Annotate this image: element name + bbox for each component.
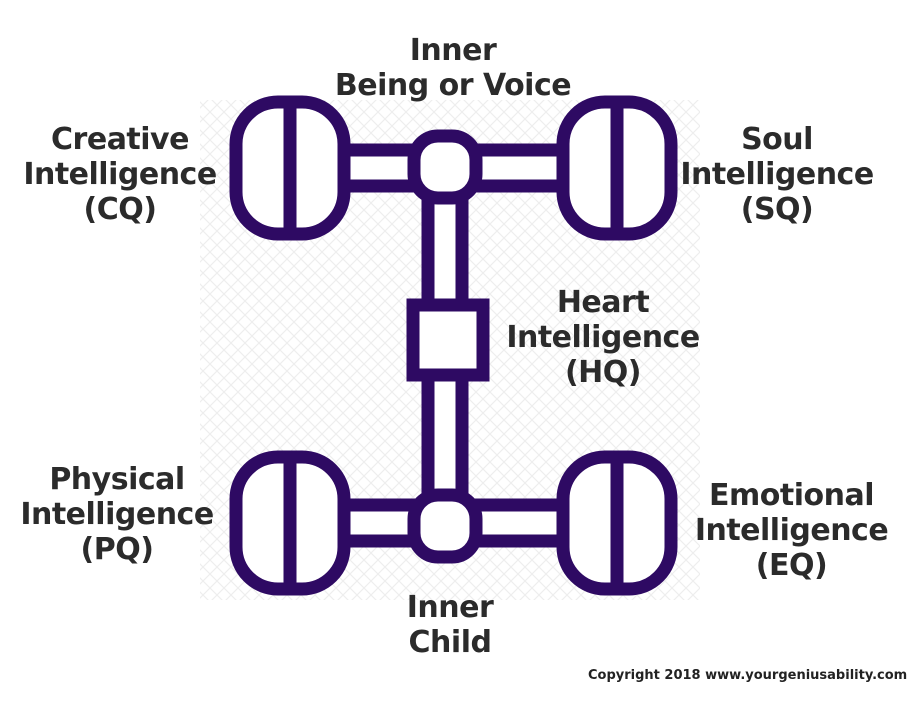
label-creative-line1: Creative — [51, 122, 189, 157]
label-inner-child-line2: Child — [408, 625, 492, 660]
label-physical: Physical Intelligence (PQ) — [12, 462, 222, 567]
label-soul-line3: (SQ) — [740, 192, 814, 227]
label-heart-line1: Heart — [556, 285, 650, 320]
label-inner-child-line1: Inner — [406, 590, 494, 625]
label-inner-being: Inner Being or Voice — [333, 33, 573, 103]
label-heart: Heart Intelligence (HQ) — [498, 285, 708, 390]
label-inner-child: Inner Child — [370, 590, 530, 660]
label-inner-being-line1: Inner — [409, 33, 497, 68]
hub-rear — [407, 488, 483, 564]
label-creative-line3: (CQ) — [83, 192, 157, 227]
label-physical-line1: Physical — [49, 462, 185, 497]
label-heart-line3: (HQ) — [564, 355, 642, 390]
label-soul: Soul Intelligence (SQ) — [672, 122, 882, 227]
center-box — [406, 298, 490, 382]
label-soul-line1: Soul — [741, 122, 813, 157]
label-soul-line2: Intelligence — [680, 157, 874, 192]
copyright-text: Copyright 2018 www.yourgeniusability.com — [588, 668, 907, 683]
label-inner-being-line2: Being or Voice — [334, 68, 572, 103]
label-physical-line3: (PQ) — [80, 532, 154, 567]
label-emotional-line3: (EQ) — [755, 548, 828, 583]
label-heart-line2: Intelligence — [506, 320, 700, 355]
label-emotional-line1: Emotional — [709, 478, 874, 513]
label-physical-line2: Intelligence — [20, 497, 214, 532]
label-creative: Creative Intelligence (CQ) — [15, 122, 225, 227]
label-emotional-line2: Intelligence — [694, 513, 889, 548]
hub-front — [407, 129, 483, 205]
label-emotional: Emotional Intelligence (EQ) — [684, 478, 899, 583]
label-creative-line2: Intelligence — [23, 157, 217, 192]
